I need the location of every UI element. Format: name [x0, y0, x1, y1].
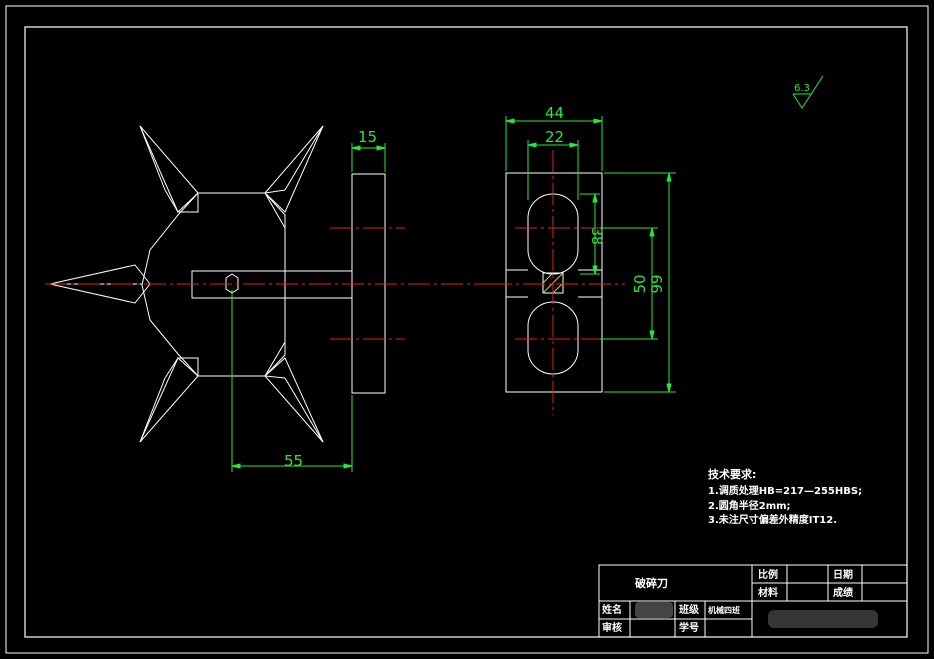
tech-requirements: 技术要求: 1.调质处理HB=217—255HBS; 2.圆角半径2mm; 3.…: [708, 467, 862, 526]
date-label: 日期: [833, 568, 853, 581]
dim-outer-width: [505, 116, 603, 171]
dim-slot-width: [527, 140, 579, 200]
dim-inner-height-label: 50: [631, 274, 649, 293]
centerlines-left: [45, 227, 490, 340]
redacted-school: [768, 610, 878, 628]
dim-offset: [231, 290, 353, 472]
redacted-name: [635, 602, 673, 618]
dim-side-thickness-label: 15: [358, 128, 377, 146]
blade-side-view: [505, 172, 603, 393]
dim-side-thickness: [351, 143, 386, 172]
tech-requirement-item: 2.圆角半径2mm;: [708, 499, 791, 512]
centerlines-right: [490, 150, 625, 415]
tech-requirement-item: 3.未注尺寸偏差外精度IT12.: [708, 513, 837, 526]
class-value: 机械四班: [708, 605, 740, 615]
score-label: 成绩: [833, 586, 853, 599]
title-block: [598, 564, 908, 638]
tech-requirements-title: 技术要求:: [708, 467, 756, 481]
drawing-frame: [24, 26, 908, 638]
dim-slot-length-label: 38: [588, 227, 604, 245]
tech-requirement-item: 1.调质处理HB=217—255HBS;: [708, 484, 862, 497]
outer-sheet-border: [5, 5, 929, 654]
dim-offset-label: 55: [284, 452, 303, 470]
dim-slot-length: [580, 193, 600, 275]
dim-outer-width-label: 44: [545, 104, 564, 122]
roughness-value: 6.3: [794, 83, 810, 94]
scale-label: 比例: [758, 568, 778, 581]
dim-inner-height: [600, 227, 658, 340]
dim-outer-height: [604, 172, 676, 393]
roughness-symbol: [792, 75, 824, 109]
student-no-label: 学号: [679, 621, 699, 634]
dim-outer-height-label: 99: [648, 274, 666, 293]
name-label: 姓名: [601, 603, 622, 616]
material-label: 材料: [758, 586, 778, 599]
dim-slot-width-label: 22: [545, 128, 564, 146]
part-name: 破碎刀: [635, 576, 668, 590]
review-label: 审核: [602, 621, 622, 634]
class-label: 班级: [679, 603, 700, 616]
